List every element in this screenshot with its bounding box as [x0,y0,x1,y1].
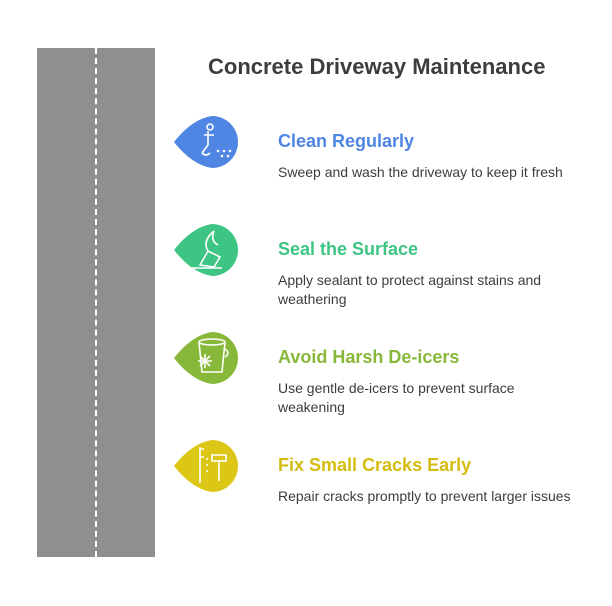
step-cracks: Fix Small Cracks Early Repair cracks pro… [172,439,592,519]
step-title: Clean Regularly [278,131,415,151]
bucket-snowflake-icon [174,332,238,384]
sealant-icon [174,224,238,276]
step-description: Repair cracks promptly to prevent larger… [278,488,571,504]
step-title: Seal the Surface [278,239,419,259]
step-clean: Clean Regularly Sweep and wash the drive… [172,115,592,195]
step-description: Apply sealant to protect against stains … [278,272,542,307]
step-description: Use gentle de-icers to prevent surface w… [278,380,515,415]
lane-divider [95,48,97,557]
step-seal: Seal the Surface Apply sealant to protec… [172,223,592,307]
step-deicers: Avoid Harsh De-icers Use gentle de-icers… [172,331,592,415]
step-title: Fix Small Cracks Early [278,455,472,475]
driveway-illustration [37,48,155,557]
sweeping-icon [174,116,238,168]
step-title: Avoid Harsh De-icers [278,347,460,367]
hammer-icon [174,440,238,492]
step-description: Sweep and wash the driveway to keep it f… [278,164,563,180]
page-title: Concrete Driveway Maintenance [208,54,546,79]
